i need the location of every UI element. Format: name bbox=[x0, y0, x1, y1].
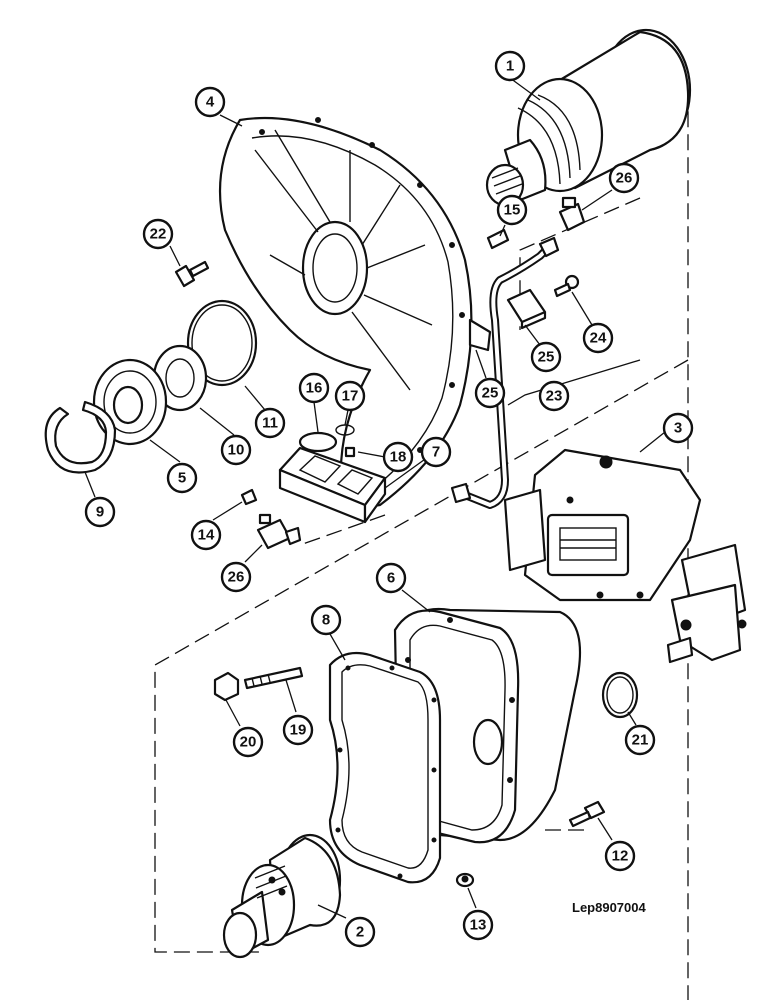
drawing-reference: Lep8907004 bbox=[572, 900, 646, 915]
part-22-bolt bbox=[174, 260, 210, 288]
callout-13: 13 bbox=[462, 909, 494, 941]
callout-2: 2 bbox=[344, 916, 376, 948]
part-16-o-ring bbox=[298, 431, 338, 453]
svg-text:17: 17 bbox=[342, 388, 359, 405]
part-15-pin bbox=[486, 228, 510, 250]
svg-text:4: 4 bbox=[206, 94, 215, 111]
callout-26-lower: 26 bbox=[220, 561, 252, 593]
callout-12: 12 bbox=[604, 840, 636, 872]
svg-text:13: 13 bbox=[470, 917, 487, 934]
svg-text:12: 12 bbox=[612, 848, 629, 865]
part-1-hydraulic-motor bbox=[485, 28, 692, 207]
callout-25-upper: 25 bbox=[530, 341, 562, 373]
svg-text:14: 14 bbox=[198, 527, 215, 544]
svg-text:26: 26 bbox=[616, 170, 633, 187]
part-11-o-ring bbox=[186, 299, 258, 387]
part-18-plug bbox=[344, 446, 356, 458]
svg-text:15: 15 bbox=[504, 202, 521, 219]
svg-text:25: 25 bbox=[482, 385, 499, 402]
callout-10: 10 bbox=[220, 434, 252, 466]
callout-4: 4 bbox=[194, 86, 226, 118]
callout-23: 23 bbox=[538, 380, 570, 412]
svg-text:25: 25 bbox=[538, 349, 555, 366]
callout-17: 17 bbox=[334, 380, 366, 412]
part-9-snap-ring bbox=[44, 400, 117, 474]
callout-16: 16 bbox=[298, 372, 330, 404]
part-25-bracket bbox=[506, 288, 547, 330]
svg-text:3: 3 bbox=[674, 420, 682, 437]
svg-text:19: 19 bbox=[290, 722, 307, 739]
part-23-hydraulic-tube bbox=[450, 236, 560, 509]
svg-text:24: 24 bbox=[590, 330, 607, 347]
part-26-upper-fitting bbox=[558, 196, 586, 232]
svg-text:23: 23 bbox=[546, 388, 563, 405]
svg-text:5: 5 bbox=[178, 470, 186, 487]
part-8-gasket bbox=[328, 651, 442, 884]
callout-8: 8 bbox=[310, 604, 342, 636]
callout-11: 11 bbox=[254, 407, 286, 439]
svg-text:11: 11 bbox=[262, 415, 278, 432]
callout-22: 22 bbox=[142, 218, 174, 250]
svg-text:7: 7 bbox=[432, 444, 440, 461]
part-13-plug bbox=[455, 872, 475, 888]
callout-5: 5 bbox=[166, 462, 198, 494]
part-11-o-ring-inner bbox=[191, 304, 253, 382]
callout-26-upper: 26 bbox=[608, 162, 640, 194]
svg-text:2: 2 bbox=[356, 924, 364, 941]
callout-25-lower: 25 bbox=[474, 377, 506, 409]
callout-14: 14 bbox=[190, 519, 222, 551]
part-24-screw bbox=[553, 274, 580, 298]
callout-21: 21 bbox=[624, 724, 656, 756]
svg-text:26: 26 bbox=[228, 569, 245, 586]
part-7-manifold-block bbox=[278, 446, 387, 524]
leader-lines bbox=[84, 77, 666, 919]
part-21-o-ring bbox=[601, 671, 639, 719]
svg-text:8: 8 bbox=[322, 612, 330, 629]
part-20-nut bbox=[213, 671, 240, 702]
svg-text:6: 6 bbox=[387, 570, 395, 587]
svg-text:22: 22 bbox=[150, 226, 167, 243]
svg-text:20: 20 bbox=[240, 734, 257, 751]
svg-text:21: 21 bbox=[632, 732, 649, 749]
callout-6: 6 bbox=[375, 562, 407, 594]
callout-9: 9 bbox=[84, 496, 116, 528]
callout-15: 15 bbox=[496, 194, 528, 226]
part-3-control-valve bbox=[503, 448, 747, 664]
callout-3: 3 bbox=[662, 412, 694, 444]
svg-text:16: 16 bbox=[306, 380, 323, 397]
svg-text:10: 10 bbox=[228, 442, 245, 459]
callout-24: 24 bbox=[582, 322, 614, 354]
callout-20: 20 bbox=[232, 726, 264, 758]
svg-text:1: 1 bbox=[506, 58, 514, 75]
part-2-pump bbox=[222, 833, 342, 959]
callout-1: 1 bbox=[494, 50, 526, 82]
part-4-bell-housing bbox=[218, 116, 492, 512]
callout-18: 18 bbox=[382, 441, 414, 473]
part-14-plug bbox=[240, 488, 258, 506]
svg-text:9: 9 bbox=[96, 504, 104, 521]
part-26-lower-fitting bbox=[256, 513, 302, 550]
part-5-bearing bbox=[92, 358, 168, 446]
part-12-bolt bbox=[568, 800, 606, 828]
callout-7: 7 bbox=[420, 436, 452, 468]
part-19-stud bbox=[243, 666, 304, 690]
svg-text:18: 18 bbox=[390, 449, 407, 466]
callout-19: 19 bbox=[282, 714, 314, 746]
